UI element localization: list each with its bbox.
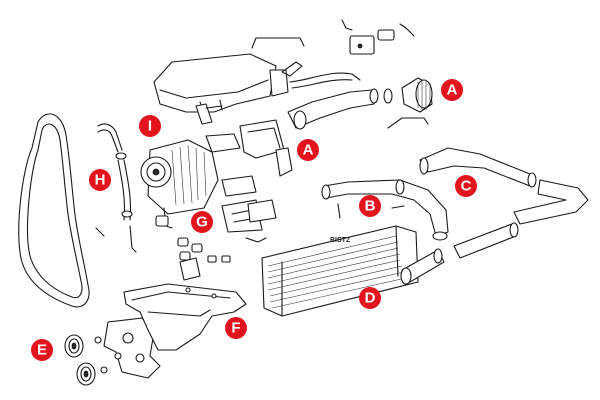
callout-b-label: B <box>365 198 376 215</box>
callout-g-label: G <box>196 214 208 231</box>
intercooler-badge: BISTZ <box>330 237 351 244</box>
callout-a-upper: A <box>441 79 463 101</box>
callout-h-marker <box>89 169 111 191</box>
callout-a-lower-label: A <box>303 142 314 159</box>
idler-pulleys <box>64 334 108 386</box>
callout-i: I <box>139 115 161 137</box>
callout-f-label: F <box>231 320 240 337</box>
intake-plenum <box>153 53 289 113</box>
callout-a-lower-marker <box>297 139 319 161</box>
intercooler: BISTZ <box>261 225 419 317</box>
coolant-hoses <box>95 123 137 253</box>
throttle-body-adaptor <box>205 119 293 177</box>
crossover-pipe <box>321 179 449 241</box>
callout-i-marker <box>139 115 161 137</box>
callout-e-marker <box>31 339 53 361</box>
intercooler-pipes <box>400 147 589 285</box>
callout-d-label: D <box>365 290 376 307</box>
callout-f-marker <box>225 317 247 339</box>
callout-b: B <box>359 195 381 217</box>
callout-g: G <box>191 211 213 233</box>
callout-d-marker <box>359 287 381 309</box>
callout-a-upper-label: A <box>447 82 458 99</box>
callout-a-upper-marker <box>441 79 463 101</box>
callout-d: D <box>359 287 381 309</box>
callout-c: C <box>455 175 477 197</box>
throttle-linkage <box>251 37 361 89</box>
callout-f: F <box>225 317 247 339</box>
callout-b-marker <box>359 195 381 217</box>
serpentine-belt <box>18 113 90 308</box>
callout-i-label: I <box>148 118 152 135</box>
bypass-valve <box>341 19 415 55</box>
callout-c-marker <box>455 175 477 197</box>
supercharger-unit <box>140 139 219 229</box>
oil-pan <box>123 283 247 351</box>
callout-g-marker <box>191 211 213 233</box>
callout-a-lower: A <box>297 139 319 161</box>
inlet-tube <box>287 88 393 130</box>
callout-e: E <box>31 339 53 361</box>
callout-e-label: E <box>37 342 47 359</box>
callout-h-label: H <box>95 172 106 189</box>
air-filter <box>387 77 433 129</box>
callout-h: H <box>89 169 111 191</box>
mounting-studs <box>155 215 267 281</box>
callout-c-label: C <box>461 178 472 195</box>
elbow-hose <box>195 103 223 125</box>
gaskets <box>221 175 277 233</box>
